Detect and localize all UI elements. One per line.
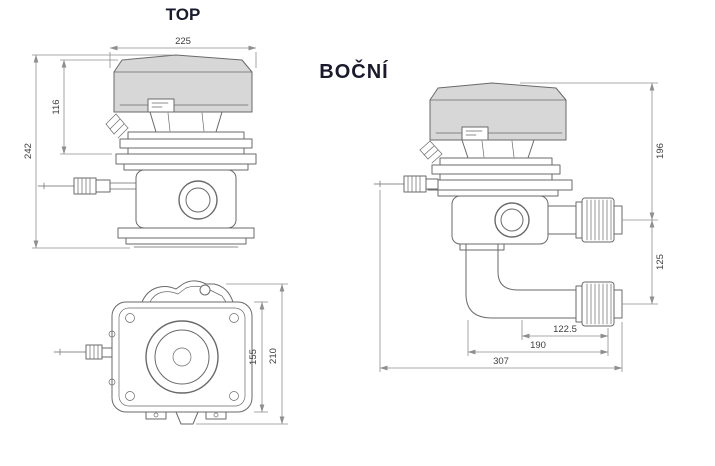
side-probe bbox=[373, 175, 439, 193]
dimension-front-upper-height: 116 bbox=[51, 59, 118, 155]
front-actuator-head bbox=[113, 54, 253, 113]
dimension-plan-total-depth: 210 bbox=[196, 283, 288, 425]
plan-handle bbox=[141, 280, 234, 303]
dimension-side-outlet-length: 190 bbox=[467, 320, 609, 356]
dimension-label-190: 190 bbox=[530, 340, 546, 351]
plan-bottom-tabs bbox=[145, 411, 227, 425]
dimension-label-225: 225 bbox=[175, 36, 191, 47]
plan-view-drawing bbox=[53, 280, 253, 425]
dimension-label-210: 210 bbox=[268, 348, 279, 364]
side-cable-gland-icon bbox=[419, 140, 443, 164]
front-flange-stack bbox=[115, 131, 257, 171]
side-lower-elbow-coupling bbox=[465, 243, 623, 327]
side-flange-stack bbox=[427, 157, 573, 197]
front-view-title: TOP bbox=[166, 5, 201, 24]
side-view-drawing bbox=[373, 82, 623, 327]
dimension-plan-body-depth: 155 bbox=[248, 301, 268, 413]
front-valve-body bbox=[135, 169, 237, 229]
side-actuator-head bbox=[429, 82, 567, 141]
front-base-flange bbox=[117, 227, 255, 248]
front-cable-gland-icon bbox=[105, 113, 129, 139]
side-valve-neck bbox=[461, 139, 535, 159]
dimension-label-155: 155 bbox=[248, 349, 259, 365]
dimension-label-307: 307 bbox=[493, 356, 509, 367]
dimension-label-122-5: 122.5 bbox=[553, 324, 577, 335]
side-view-title: BOČNÍ bbox=[319, 59, 388, 83]
dimension-label-242: 242 bbox=[23, 143, 34, 159]
side-valve-body bbox=[451, 195, 549, 251]
dimension-side-port-spacing: 125 bbox=[622, 219, 666, 305]
dimension-label-125: 125 bbox=[655, 254, 666, 270]
dimension-label-116: 116 bbox=[51, 99, 62, 114]
plan-probe bbox=[53, 344, 113, 360]
dimension-front-total-height: 242 bbox=[23, 54, 172, 249]
side-upper-outlet-coupling bbox=[547, 197, 623, 243]
front-view-drawing bbox=[37, 54, 257, 248]
front-valve-neck bbox=[149, 111, 223, 133]
plan-body-outline bbox=[108, 301, 253, 413]
front-probe bbox=[37, 177, 137, 195]
dimension-label-196: 196 bbox=[655, 143, 666, 159]
dimension-side-total-width: 307 bbox=[379, 190, 623, 372]
